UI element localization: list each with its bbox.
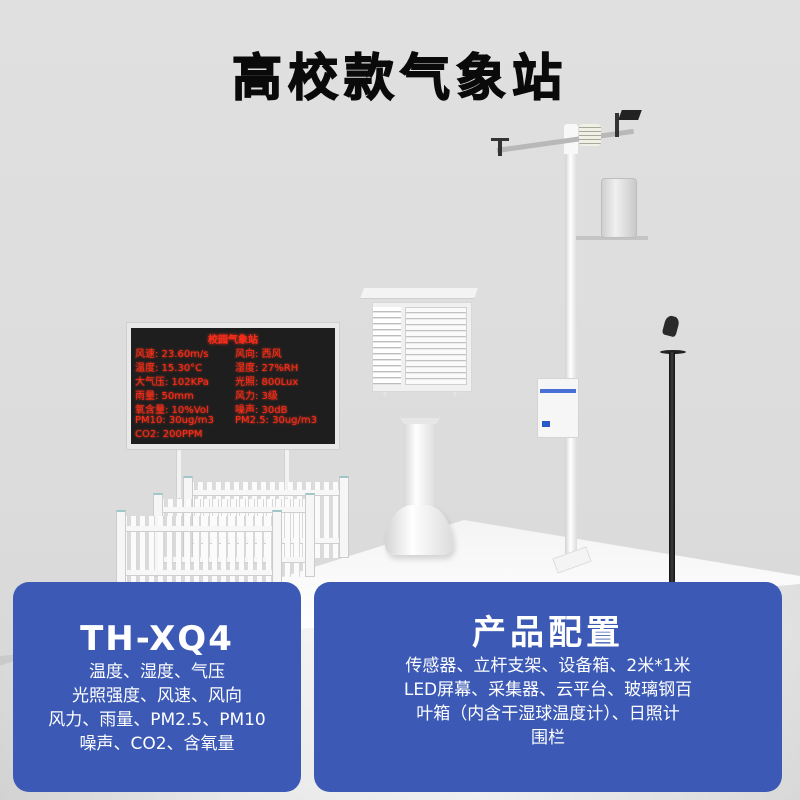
- rain-gauge-arm: [576, 236, 648, 240]
- fence-post: [339, 476, 349, 558]
- fence-front: [116, 510, 282, 586]
- led-row: 温度: 15.30°C 湿度: 27%RH: [135, 359, 335, 374]
- fence-post: [116, 510, 126, 586]
- led-title: 校园气象站: [208, 335, 258, 346]
- led-cell: PM10: 30ug/m3: [135, 415, 214, 426]
- led-cell: 大气压: 102KPa: [135, 377, 209, 388]
- feature-line: 光照强度、风速、风向: [72, 686, 242, 706]
- led-cell: 噪声: 30dB: [235, 405, 288, 416]
- led-row: 氧含量: 10%Vol 噪声: 30dB: [135, 401, 335, 416]
- louver-stand: [404, 420, 434, 520]
- page-title: 高校款气象站: [231, 48, 568, 108]
- led-cell: CO2: 200PPM: [135, 429, 203, 440]
- control-box-label: [540, 389, 576, 393]
- brand-logo-icon: [542, 421, 550, 427]
- led-cell: PM2.5: 30ug/m3: [235, 415, 317, 426]
- sunshine-pole: [669, 352, 675, 584]
- led-row: 大气压: 102KPa 光照: 800Lux: [135, 373, 335, 388]
- model-features-panel: TH-XQ4 温度、湿度、气压 光照强度、风速、风向 风力、雨量、PM2.5、P…: [13, 582, 301, 792]
- led-row: PM10: 30ug/m3 PM2.5: 30ug/m3: [135, 415, 335, 428]
- led-leg-left: [176, 448, 181, 498]
- product-config-panel: 产品配置 传感器、立杆支架、设备箱、2米*1米 LED屏幕、采集器、云平台、玻璃…: [314, 582, 782, 792]
- led-row: 雨量: 50mm 风力: 3级: [135, 387, 335, 402]
- wind-vane-fin-icon: [618, 110, 642, 120]
- led-cell: 风速: 23.60m/s: [135, 349, 209, 360]
- louver-door: [405, 307, 467, 385]
- config-line: 围栏: [531, 728, 565, 748]
- control-box: [537, 378, 579, 438]
- fence-rail: [183, 490, 349, 496]
- config-heading: 产品配置: [472, 613, 624, 653]
- feature-line: 噪声、CO2、含氧量: [79, 734, 235, 754]
- led-display-frame: 校园气象站 风速: 23.60m/s 风向: 西风 温度: 15.30°C 湿度…: [126, 322, 340, 450]
- led-cell: 风力: 3级: [235, 391, 278, 402]
- config-line: LED屏幕、采集器、云平台、玻璃钢百: [403, 680, 693, 700]
- anemometer-icon: [498, 138, 502, 156]
- led-cell: 氧含量: 10%Vol: [135, 405, 209, 416]
- feature-line: 温度、湿度、气压: [89, 662, 225, 682]
- config-line: 叶箱（内含干湿球温度计）、日照计: [416, 704, 680, 724]
- led-cell: 雨量: 50mm: [135, 391, 194, 402]
- model-name: TH-XQ4: [80, 619, 234, 659]
- fence-post: [272, 510, 282, 586]
- louver-box: [372, 302, 472, 392]
- louver-roof: [359, 288, 479, 299]
- led-row: 风速: 23.60m/s 风向: 西风: [135, 345, 335, 360]
- louver-side-slats: [373, 307, 401, 385]
- feature-line: 风力、雨量、PM2.5、PM10: [48, 710, 266, 730]
- louver-base: [385, 505, 453, 555]
- led-cell: 湿度: 27%RH: [235, 363, 299, 374]
- radiation-shield-icon: [579, 124, 601, 146]
- led-leg-right: [284, 448, 289, 498]
- rain-gauge-icon: [601, 178, 637, 238]
- led-cell: 风向: 西风: [235, 349, 282, 360]
- led-display: 校园气象站 风速: 23.60m/s 风向: 西风 温度: 15.30°C 湿度…: [131, 328, 335, 444]
- mast-pole: [565, 125, 577, 563]
- fence-rail: [116, 570, 282, 576]
- fence-rail: [116, 526, 282, 532]
- fence-post: [305, 493, 315, 577]
- config-line: 传感器、立杆支架、设备箱、2米*1米: [405, 656, 691, 676]
- wind-vane-icon: [615, 113, 619, 137]
- led-cell: 温度: 15.30°C: [135, 363, 203, 374]
- led-cell: 光照: 800Lux: [235, 377, 299, 388]
- led-row: CO2: 200PPM: [135, 429, 335, 442]
- fence-rail: [153, 507, 315, 513]
